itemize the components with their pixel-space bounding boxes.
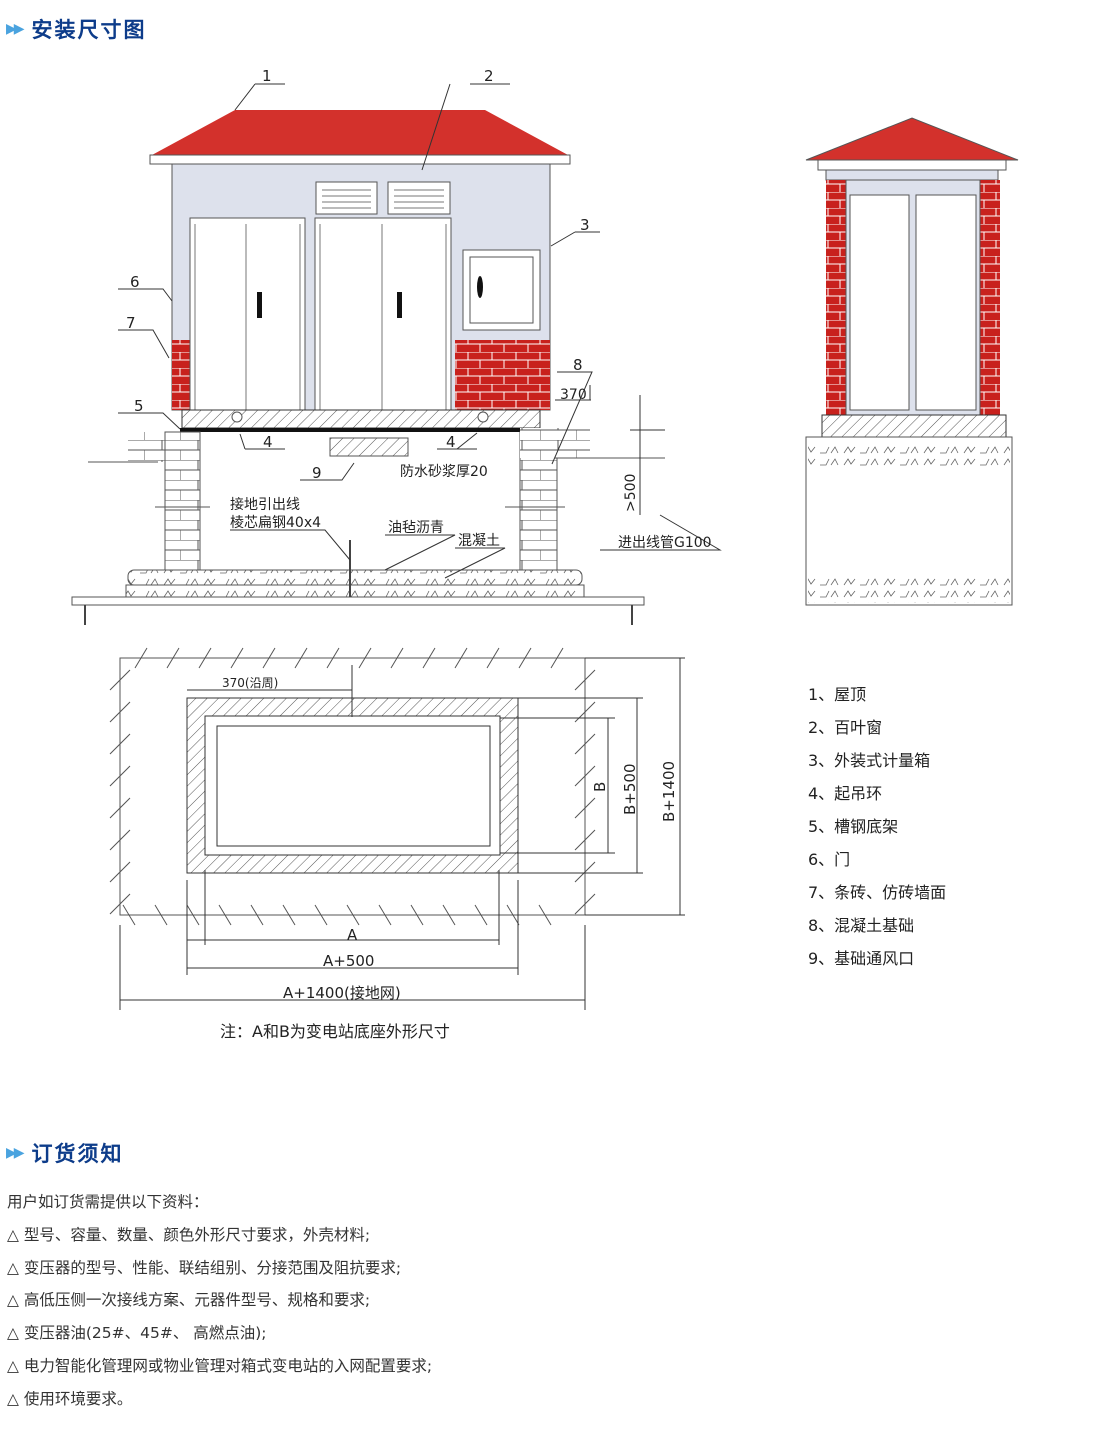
note-concrete: 混凝土: [458, 533, 500, 549]
dim-B500: B+500: [621, 764, 639, 816]
order-item: △ 电力智能化管理网或物业管理对箱式变电站的入网配置要求;: [7, 1356, 433, 1375]
front-elevation: 1 2 3 4 4 5 6 7 8 9 370 >500 防水砂浆厚20 接地引…: [71, 67, 722, 625]
door: [189, 217, 306, 411]
legend-item: 5、槽钢底架: [808, 817, 898, 836]
brick-wall: [455, 340, 550, 410]
callout-6: 6: [130, 273, 140, 291]
roof: [152, 110, 568, 155]
dim-A500: A+500: [323, 952, 374, 970]
louver-window: [387, 181, 451, 215]
order-item: △ 变压器的型号、性能、联结组别、分接范围及阻抗要求;: [7, 1258, 402, 1277]
legend: 1、屋顶 2、百叶窗 3、外装式计量箱 4、起吊环 5、槽钢底架 6、门 7、条…: [808, 685, 946, 968]
callout-labels: 1 2 3 4 4 5 6 7 8 9: [126, 67, 590, 482]
ground-grid-hatch: [109, 647, 596, 926]
legend-item: 2、百叶窗: [808, 718, 882, 737]
note-ground-lead: 接地引出线: [230, 496, 300, 513]
callout-3: 3: [580, 216, 590, 234]
arrow-icon: ▶▶: [6, 1145, 24, 1161]
side-elevation: [805, 117, 1019, 606]
note-flat-steel: 棱芯扁钢40x4: [230, 515, 321, 531]
louver-window: [315, 181, 378, 215]
dim-370-perimeter: 370(沿周): [222, 676, 278, 690]
callout-1: 1: [262, 67, 272, 85]
lifting-ring: [231, 411, 243, 423]
legend-item: 7、条砖、仿砖墙面: [808, 883, 946, 902]
callout-4: 4: [446, 433, 456, 451]
vent-opening: [329, 437, 409, 457]
plan-note: 注：A和B为变电站底座外形尺寸: [220, 1022, 450, 1041]
foundation-plan: 370(沿周) A A+500 A+1400(接地网) B B+500 B+14…: [109, 647, 685, 1041]
legend-item: 6、门: [808, 850, 850, 869]
callout-9: 9: [312, 464, 322, 482]
callout-4: 4: [263, 433, 273, 451]
dim-370: 370: [560, 387, 587, 403]
callout-7: 7: [126, 314, 136, 332]
legend-item: 3、外装式计量箱: [808, 751, 930, 770]
dim-B: B: [591, 782, 609, 792]
order-item: △ 使用环境要求。: [7, 1389, 133, 1408]
order-intro: 用户如订货需提供以下资料：: [7, 1193, 209, 1211]
legend-item: 9、基础通风口: [808, 949, 914, 968]
lifting-ring: [477, 411, 489, 423]
section-order-notes-header: ▶▶ 订货须知: [6, 1138, 124, 1168]
order-notes: 用户如订货需提供以下资料： △ 型号、容量、数量、颜色外形尺寸要求，外壳材料; …: [7, 1186, 432, 1416]
section-install-dimensions-header: ▶▶ 安装尺寸图: [6, 14, 147, 44]
note-waterproof-mortar: 防水砂浆厚20: [400, 464, 488, 480]
order-item: △ 型号、容量、数量、颜色外形尺寸要求，外壳材料;: [7, 1225, 371, 1244]
order-item: △ 变压器油(25#、45#、 高燃点油);: [7, 1324, 267, 1343]
note-asphalt-felt: 油毡沥青: [388, 520, 444, 536]
section-title: 订货须知: [31, 1142, 124, 1166]
dim-B1400: B+1400: [660, 761, 678, 822]
callout-5: 5: [134, 397, 144, 415]
dim-A1400: A+1400(接地网): [283, 984, 401, 1002]
arrow-icon: ▶▶: [6, 21, 24, 37]
legend-item: 1、屋顶: [808, 685, 866, 704]
legend-item: 8、混凝土基础: [808, 916, 914, 935]
callout-8: 8: [573, 356, 583, 374]
install-diagram: 1 2 3 4 4 5 6 7 8 9 370 >500 防水砂浆厚20 接地引…: [71, 67, 1019, 1041]
dim-A: A: [347, 926, 358, 944]
order-item: △ 高低压侧一次接线方案、元器件型号、规格和要求;: [7, 1291, 371, 1310]
note-conduit: 进出线管G100: [618, 535, 712, 551]
dim-500: >500: [623, 474, 639, 512]
legend-item: 4、起吊环: [808, 784, 882, 803]
section-title: 安装尺寸图: [31, 18, 147, 42]
callout-2: 2: [484, 67, 494, 85]
door: [314, 217, 452, 411]
